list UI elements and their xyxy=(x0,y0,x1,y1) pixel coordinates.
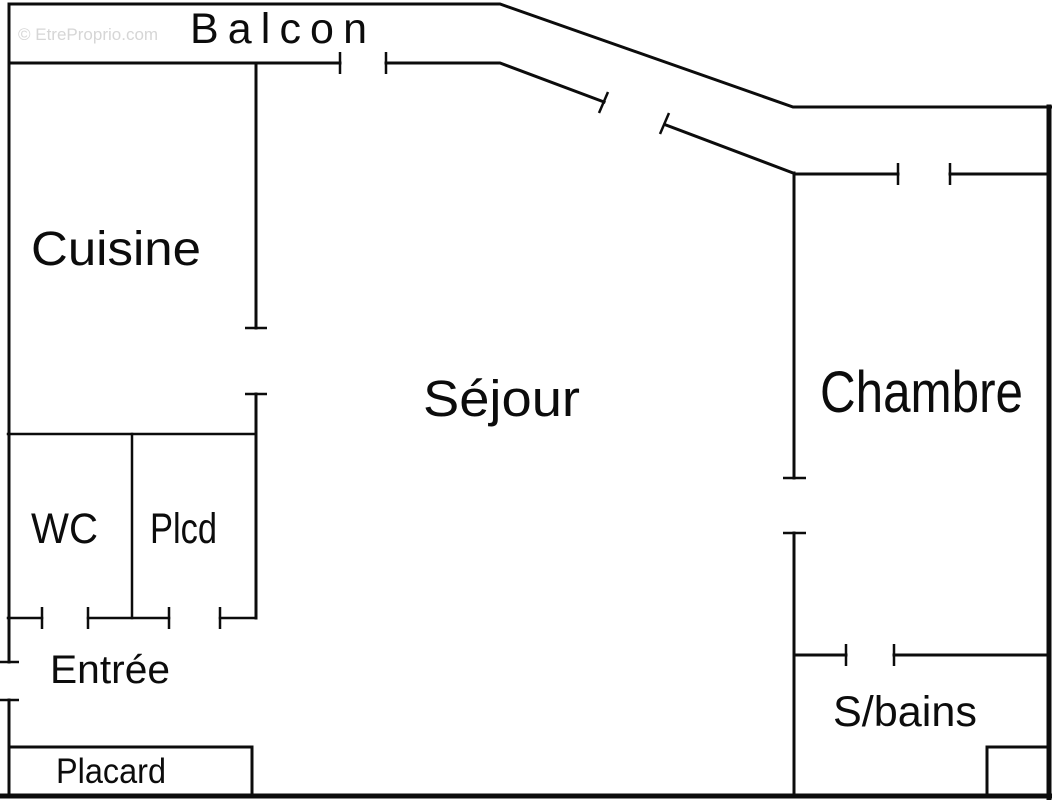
room-label-sejour: Séjour xyxy=(423,370,580,427)
room-label-sdb: S/bains xyxy=(833,688,977,736)
room-label-balcon: Balcon xyxy=(190,5,367,53)
door-tick-diagonal-left xyxy=(597,91,610,114)
room-label-entree: Entrée xyxy=(50,648,170,692)
wall-sdb-duct xyxy=(985,745,1051,798)
room-label-plcd: Plcd xyxy=(150,505,217,553)
wall-balcony-inner-diagonal xyxy=(664,123,795,175)
room-label-placard: Placard xyxy=(56,752,166,791)
door-tick-diagonal-right xyxy=(658,112,671,135)
room-label-chambre: Chambre xyxy=(820,360,1023,425)
wall-outer-top xyxy=(7,2,1052,109)
wall-placard xyxy=(7,745,254,798)
room-label-wc: WC xyxy=(31,505,98,553)
watermark-text: © EtreProprio.com xyxy=(18,25,158,44)
room-label-cuisine: Cuisine xyxy=(31,223,201,276)
wall-balcony-inner-mid xyxy=(384,61,606,104)
